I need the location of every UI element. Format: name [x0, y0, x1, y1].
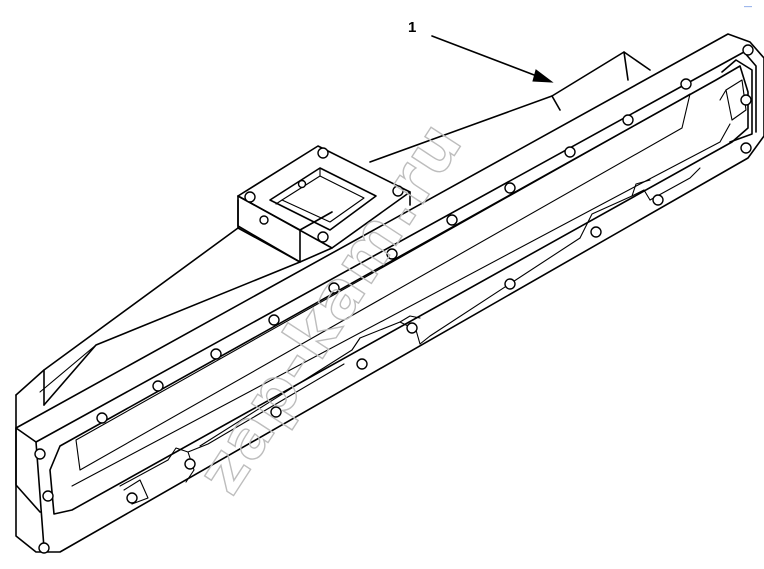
flange-bolt-holes	[34, 44, 754, 554]
flange	[15, 33, 764, 553]
corner-mark: —	[744, 2, 752, 11]
manifold-body	[15, 51, 651, 513]
gasket-notches	[119, 167, 701, 505]
callout-arrow	[431, 35, 554, 83]
callout-label: 1	[408, 19, 416, 36]
square-port	[237, 145, 411, 263]
